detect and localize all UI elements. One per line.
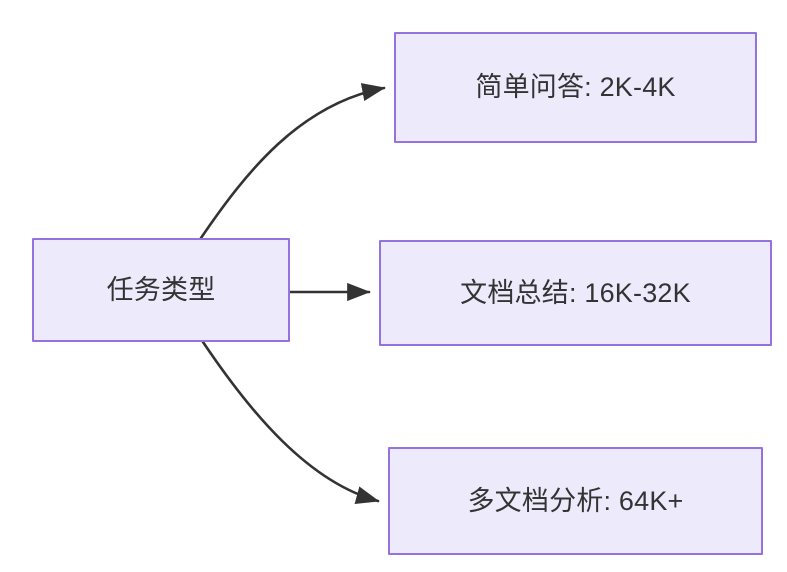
- node-label: 简单问答: 2K-4K: [475, 72, 676, 103]
- node-label: 文档总结: 16K-32K: [460, 277, 691, 308]
- edge-root-to-simple-qa: [199, 83, 386, 240]
- edge-root-to-multi-doc: [201, 340, 380, 505]
- node-multi-doc[interactable]: 多文档分析: 64K+: [388, 447, 763, 555]
- node-doc-summary[interactable]: 文档总结: 16K-32K: [379, 240, 772, 346]
- node-label: 任务类型: [106, 274, 216, 305]
- node-task-type[interactable]: 任务类型: [32, 238, 290, 342]
- node-simple-qa[interactable]: 简单问答: 2K-4K: [394, 32, 757, 143]
- node-label: 多文档分析: 64K+: [467, 485, 684, 516]
